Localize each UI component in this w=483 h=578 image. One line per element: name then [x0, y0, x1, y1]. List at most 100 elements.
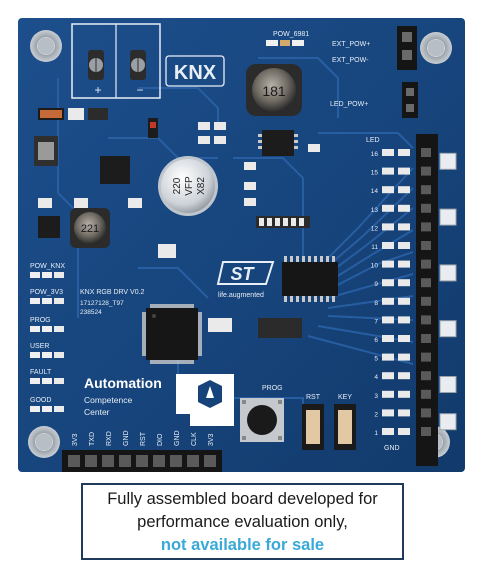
terminal-minus-label: − — [136, 83, 143, 97]
led-number-label: 2 — [374, 411, 378, 418]
pin-label: 3V3 — [72, 433, 79, 446]
header-pin — [421, 371, 431, 381]
smd-chip — [38, 216, 60, 238]
smd-led — [30, 272, 40, 278]
status-led-column: POW_KNX POW_3V3 PROG USER FAULT GOOD — [30, 263, 65, 412]
terminal-plus-label: + — [94, 83, 101, 97]
pow-label: POW_6981 — [273, 31, 309, 38]
led-number-label: 6 — [374, 337, 378, 344]
smd-resistor — [382, 204, 394, 212]
rgb-led — [439, 376, 457, 393]
smd-resistor — [398, 260, 410, 268]
serial-line-1: 17127128_T97 — [80, 300, 124, 307]
smd-resistor — [398, 149, 410, 156]
smd-resistor — [382, 260, 394, 268]
smd-resistor — [398, 353, 410, 361]
side-label-fault: FAULT — [30, 369, 52, 376]
led-number-label: 4 — [374, 374, 378, 381]
smd-resistor — [398, 409, 410, 417]
key-label: KEY — [338, 394, 352, 401]
bottom-pin-header — [62, 450, 222, 472]
rgb-led — [439, 152, 457, 170]
inductor-large-label: 181 — [262, 83, 286, 99]
automation-subtitle-1: Competence — [84, 395, 132, 405]
smd-led — [266, 40, 304, 46]
smd-resistor — [382, 390, 394, 398]
led-number-label: 12 — [371, 225, 379, 232]
smd-led — [42, 272, 52, 278]
smd-resistor — [382, 167, 394, 175]
led-number-label: 5 — [374, 356, 378, 363]
smd-resistor — [398, 297, 410, 305]
smd-resistor — [398, 242, 410, 249]
rgb-led — [439, 413, 457, 431]
smd-resistor — [382, 316, 394, 324]
pin-label: GND — [123, 430, 130, 446]
regulator-chip — [258, 130, 298, 156]
rgb-led — [439, 208, 457, 226]
pin-label: CLK — [191, 432, 198, 446]
microcontroller-ic — [142, 304, 202, 364]
st-logo-icon: ST life.augmented — [216, 261, 275, 299]
header-pin — [421, 389, 431, 399]
ext-pow-minus-label: EXT_POW- — [332, 57, 369, 64]
pcb-board-photo: + − KNX POW_6981 EXT_POW+ EXT_POW- LED_P… — [18, 18, 465, 472]
cap-label-2: VFP — [184, 176, 195, 196]
smd-resistor — [398, 186, 410, 194]
pin — [402, 32, 412, 42]
smd-led — [42, 378, 52, 384]
header-pin — [421, 259, 431, 269]
knx-terminal-block: + − — [71, 23, 161, 99]
smd-resistor — [382, 353, 394, 361]
pin-label: DIO — [157, 433, 164, 446]
smd-resistor — [382, 428, 394, 435]
led-number-label: 1 — [374, 430, 378, 437]
smd-led — [42, 352, 52, 358]
led-number-label: 15 — [371, 170, 379, 177]
led-number-label: 16 — [371, 151, 379, 158]
availability-notice: Fully assembled board developed for perf… — [81, 483, 404, 560]
prog-button — [240, 398, 284, 442]
smd-components — [34, 108, 320, 208]
led-pow-header — [402, 82, 418, 118]
led-number-label: 3 — [374, 393, 378, 400]
automation-subtitle-2: Center — [84, 407, 110, 417]
side-label-pow-knx: POW_KNX — [30, 263, 65, 270]
smd-led — [42, 406, 52, 412]
smd-resistor — [398, 428, 410, 435]
smd-led — [42, 298, 52, 304]
header-pin — [421, 278, 431, 288]
side-label-good: GOOD — [30, 397, 51, 404]
knx-logo-text: KNX — [174, 62, 217, 84]
ext-pow-plus-label: EXT_POW+ — [332, 41, 370, 48]
automation-title: Automation — [84, 375, 162, 391]
header-pin — [421, 241, 431, 250]
pin — [406, 104, 414, 112]
smd-led — [42, 326, 52, 332]
header-pin — [421, 148, 431, 157]
knx-logo: KNX — [165, 55, 225, 87]
board-name: KNX RGB DRV V0.2 — [80, 289, 145, 296]
side-label-prog: PROG — [30, 317, 51, 324]
smd-led — [54, 406, 64, 412]
cap-label-3: X82 — [196, 177, 207, 195]
notice-line-3: not available for sale — [160, 536, 325, 554]
smd-led — [30, 406, 40, 412]
smd-led — [30, 326, 40, 332]
smd-resistor — [382, 409, 394, 417]
rgb-led — [439, 264, 457, 282]
led-header-label: LED — [366, 137, 380, 144]
serial-line-2: 238524 — [80, 309, 102, 316]
rst-button — [302, 404, 324, 450]
smd-resistor — [382, 279, 394, 287]
electrolytic-capacitor: 220 VFP X82 — [158, 156, 218, 216]
pin — [402, 50, 412, 60]
prog-label: PROG — [262, 385, 283, 392]
smd-resistor — [398, 372, 410, 380]
header-pin — [421, 166, 431, 176]
header-pin — [421, 334, 431, 343]
pin — [406, 88, 414, 96]
smd-resistor — [382, 335, 394, 342]
header-pin — [421, 427, 431, 436]
resistor-array — [256, 216, 310, 228]
